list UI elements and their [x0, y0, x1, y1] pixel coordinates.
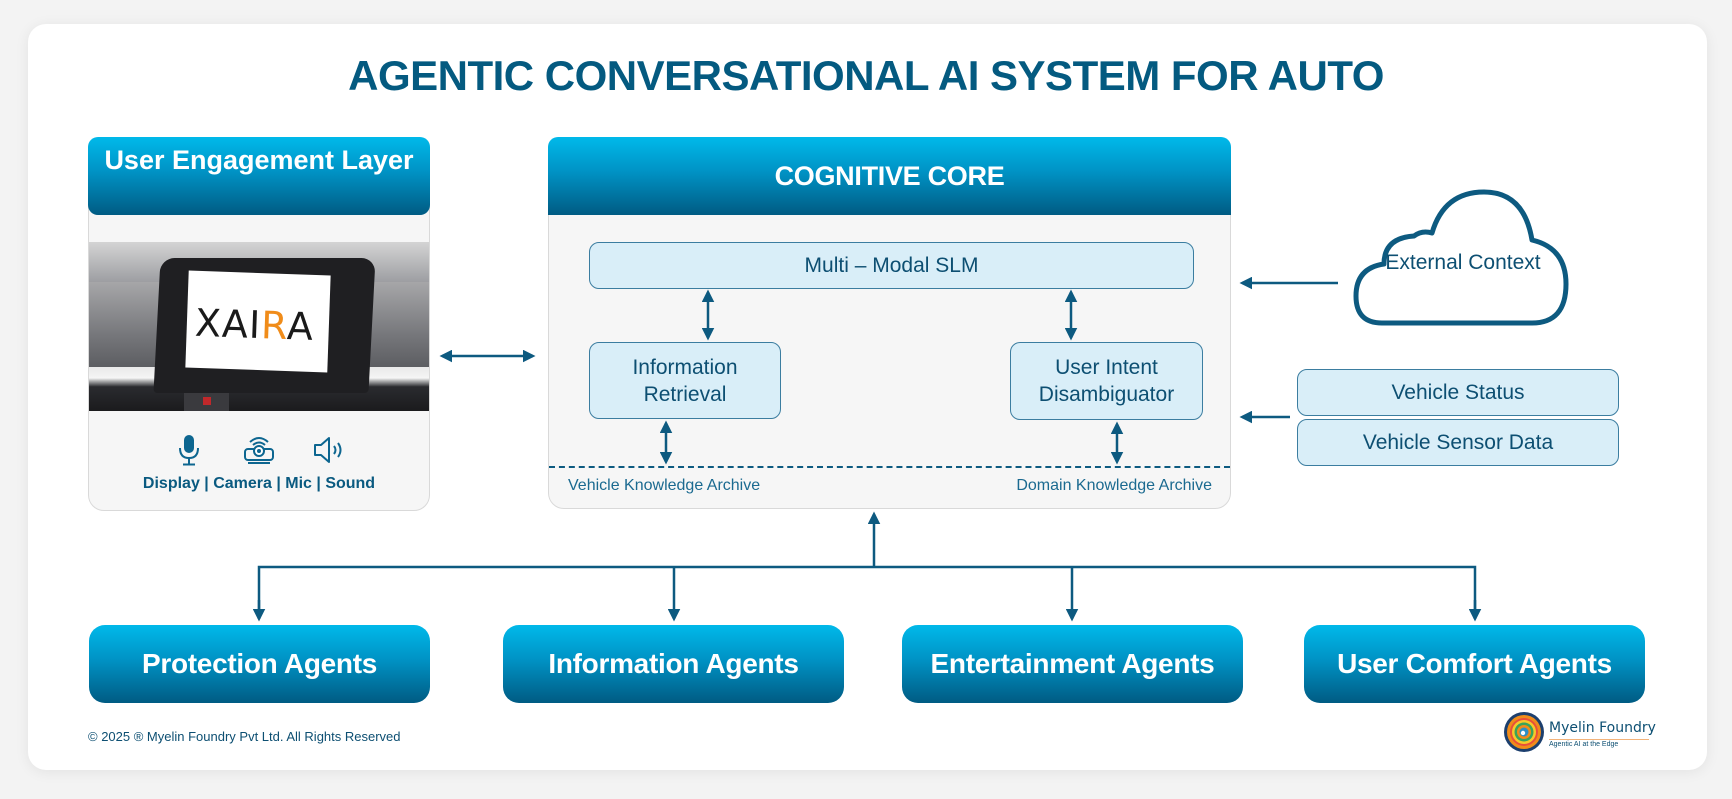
spiral-logo-icon	[1504, 712, 1544, 752]
copyright-text: © 2025 ® Myelin Foundry Pvt Ltd. All Rig…	[88, 729, 401, 744]
microphone-icon	[179, 435, 199, 466]
vehicle-sensor-data-node: Vehicle Sensor Data	[1297, 419, 1619, 466]
diagram-title: AGENTIC CONVERSATIONAL AI SYSTEM FOR AUT…	[348, 52, 1384, 99]
user-comfort-agents-node: User Comfort Agents	[1304, 625, 1645, 703]
entertainment-agents-node: Entertainment Agents	[902, 625, 1243, 703]
brand-name: Myelin Foundry	[1549, 720, 1656, 736]
cognitive-core: COGNITIVE CORE Multi – Modal SLM Informa…	[548, 137, 1231, 509]
xaira-logo: XAIRA	[194, 301, 315, 349]
speaker-icon	[314, 437, 342, 463]
logo-text-accent: R	[260, 303, 288, 349]
multi-modal-slm-node: Multi – Modal SLM	[589, 242, 1194, 289]
user-engagement-layer: User Engagement Layer XAIRA D	[88, 137, 430, 511]
information-agents-node: Information Agents	[503, 625, 844, 703]
io-label: Display | Camera | Mic | Sound	[142, 475, 376, 492]
user-intent-disambiguator-node: User Intent Disambiguator	[1010, 342, 1203, 420]
vehicle-status-node: Vehicle Status	[1297, 369, 1619, 416]
logo-text-left: XAI	[194, 300, 262, 348]
vehicle-knowledge-archive-label: Vehicle Knowledge Archive	[568, 477, 761, 494]
brand-tagline: Agentic AI at the Edge	[1549, 739, 1649, 748]
information-retrieval-node: Information Retrieval	[589, 342, 781, 419]
camera-projector-icon	[244, 437, 274, 464]
logo-text-right: A	[286, 304, 315, 349]
user-engagement-header: User Engagement Layer	[88, 137, 430, 215]
archive-divider	[549, 466, 1230, 468]
car-display-photo: XAIRA	[89, 242, 429, 411]
domain-knowledge-archive-label: Domain Knowledge Archive	[1016, 477, 1212, 494]
external-context-label: External Context	[1385, 251, 1541, 274]
protection-agents-node: Protection Agents	[89, 625, 430, 703]
io-icons	[89, 434, 429, 466]
infotainment-screen: XAIRA	[185, 270, 331, 373]
cognitive-core-header: COGNITIVE CORE	[548, 137, 1231, 215]
external-context-cloud: External Context	[1352, 188, 1574, 328]
cloud-icon	[1353, 189, 1569, 326]
myelin-foundry-logo: Myelin Foundry Agentic AI at the Edge	[1503, 711, 1663, 755]
